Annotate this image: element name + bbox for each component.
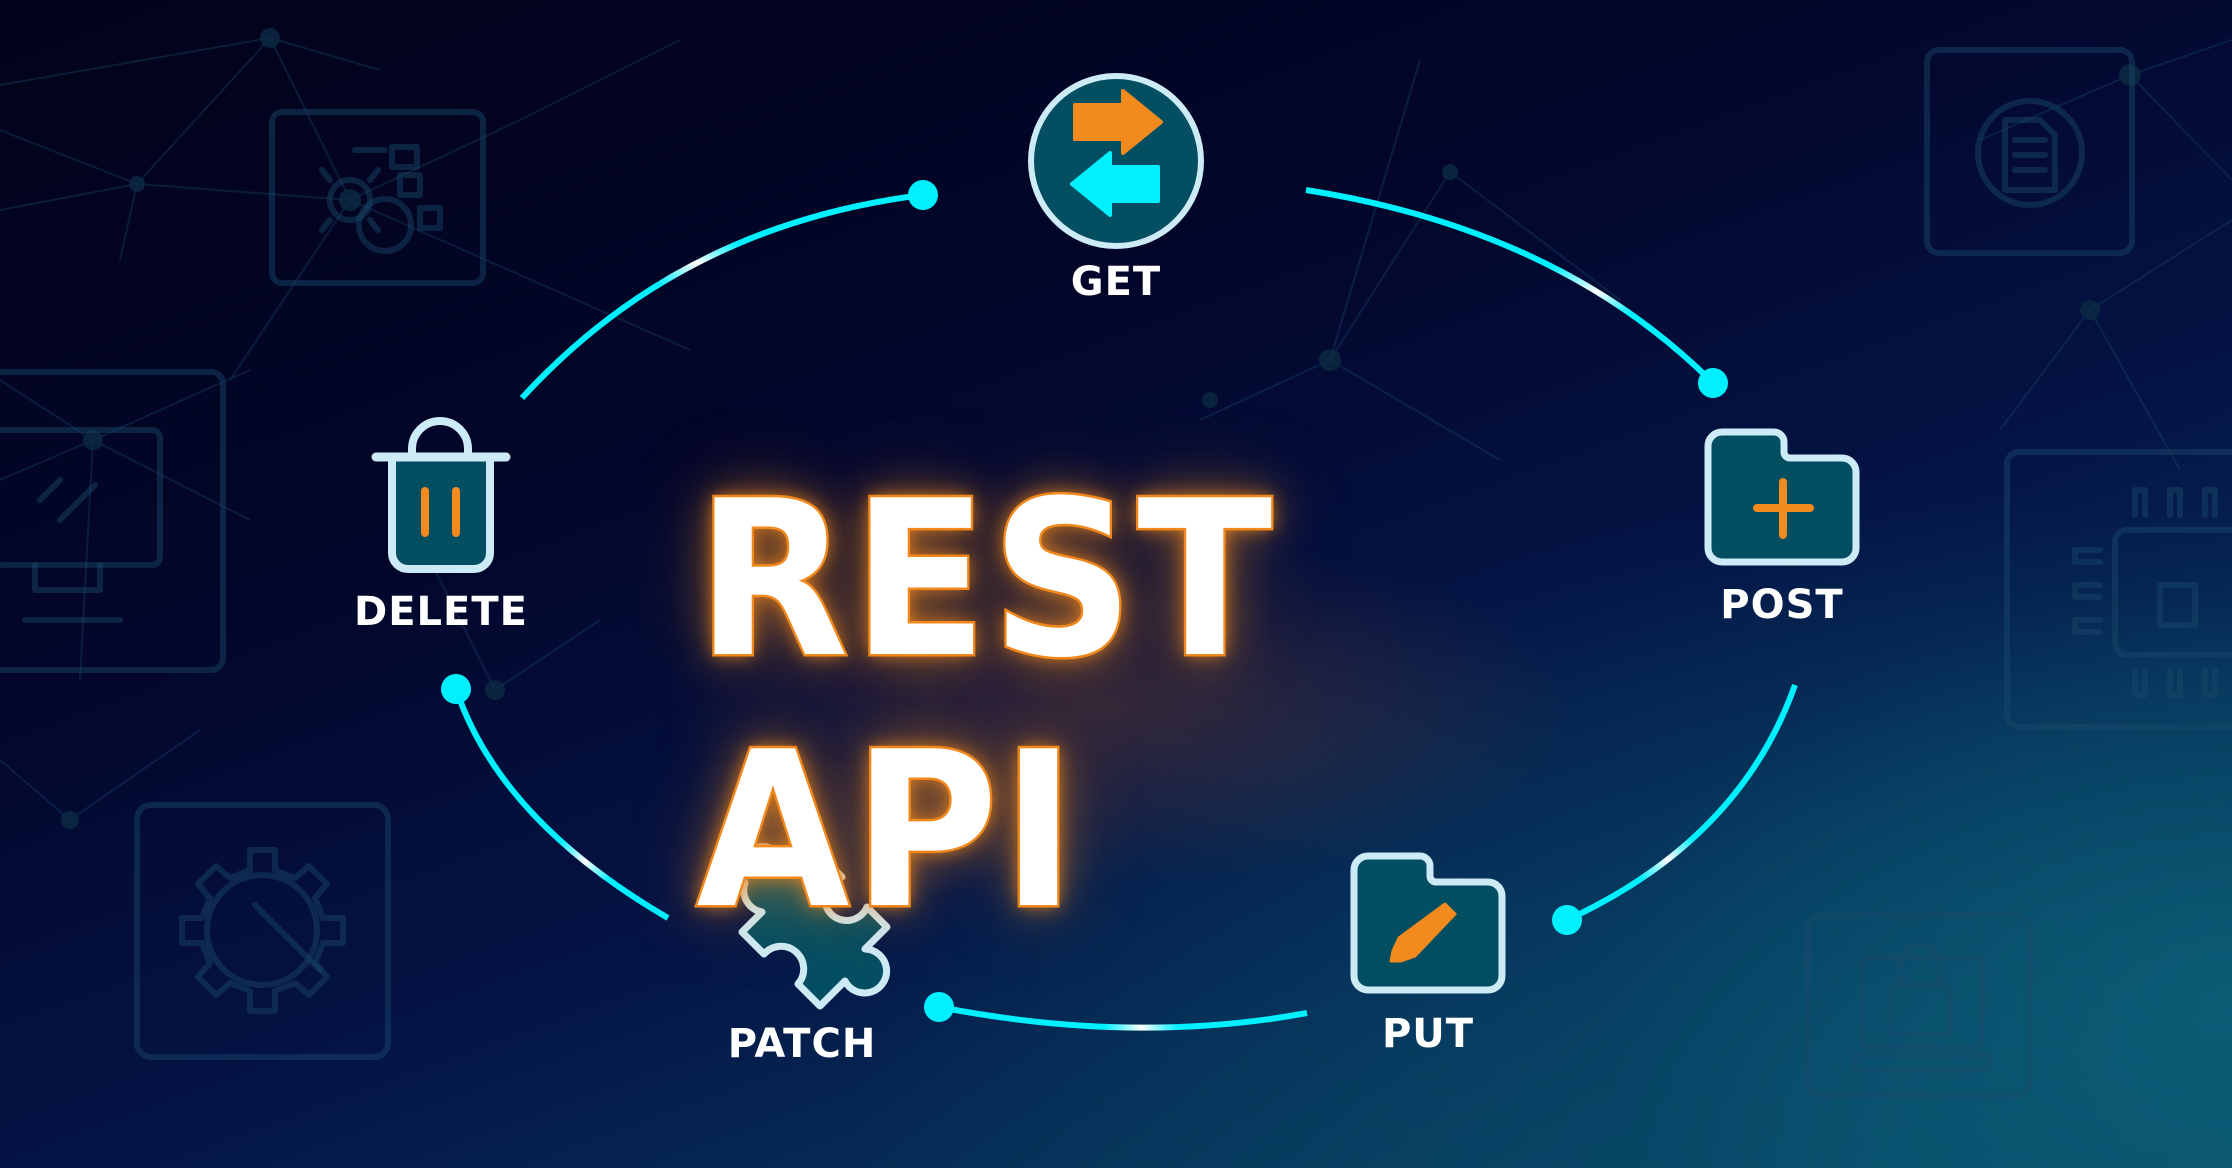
monitor-icon <box>0 369 226 673</box>
title-text: REST API <box>694 452 1276 959</box>
folder-plus-icon <box>1704 428 1860 566</box>
connector-dot <box>924 992 954 1022</box>
connector-dot <box>908 180 938 210</box>
connector-dot <box>1698 368 1728 398</box>
swap-arrows-icon <box>1028 73 1204 249</box>
method-label-patch: PATCH <box>727 1021 877 1067</box>
method-label-post: POST <box>1720 582 1844 628</box>
folder-edit-icon <box>1350 852 1506 994</box>
trash-icon <box>371 417 511 573</box>
method-label-delete: DELETE <box>354 589 528 635</box>
chip-icon <box>2004 449 2232 730</box>
arc-patch-delete <box>453 688 670 921</box>
method-label-put: PUT <box>1381 1011 1475 1057</box>
page-title: REST API <box>694 452 1533 959</box>
connector-dot <box>441 674 471 704</box>
laptop-lock-icon <box>1805 912 2033 1098</box>
connector-dot <box>1552 905 1582 935</box>
arc-post-put <box>1565 683 1798 923</box>
arc-delete-get <box>519 192 924 401</box>
title-glow <box>620 520 1620 900</box>
arc-get-post <box>1305 187 1716 386</box>
gear-network-icon <box>269 109 486 286</box>
puzzle-piece-icon <box>736 843 891 1010</box>
document-icon <box>1924 47 2135 256</box>
arc-put-patch <box>938 1004 1308 1031</box>
method-label-get: GET <box>1070 259 1162 305</box>
gear-wrench-icon <box>134 802 391 1060</box>
